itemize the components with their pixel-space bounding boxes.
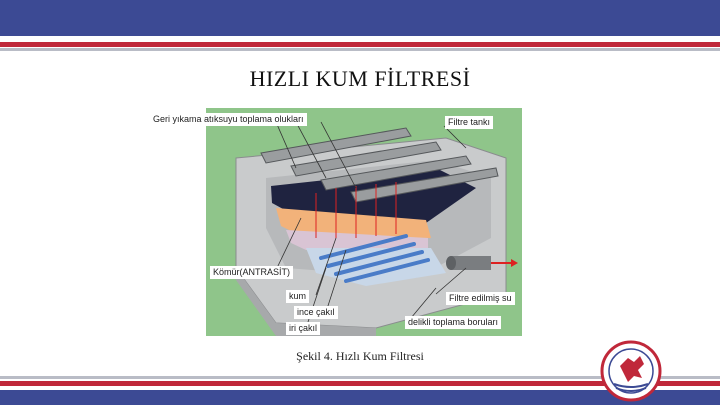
header-bar	[0, 0, 720, 36]
label-coarse-gravel: iri çakıl	[286, 322, 320, 335]
label-filtered-water: Filtre edilmiş su	[446, 292, 515, 305]
outlet-pipe	[451, 256, 491, 270]
slide-title: HIZLI KUM FİLTRESİ	[0, 66, 720, 92]
label-backwash-trough: Geri yıkama atıksuyu toplama olukları	[150, 113, 307, 126]
label-filter-tank: Filtre tankı	[445, 116, 493, 129]
label-collection-pipes: delikli toplama boruları	[405, 316, 501, 329]
header-stripe-gray	[0, 48, 720, 51]
label-anthracite: Kömür(ANTRASİT)	[210, 266, 293, 279]
header-stripe-red	[0, 42, 720, 47]
label-fine-gravel: ince çakıl	[294, 306, 338, 319]
university-logo	[600, 340, 662, 402]
label-sand: kum	[286, 290, 309, 303]
